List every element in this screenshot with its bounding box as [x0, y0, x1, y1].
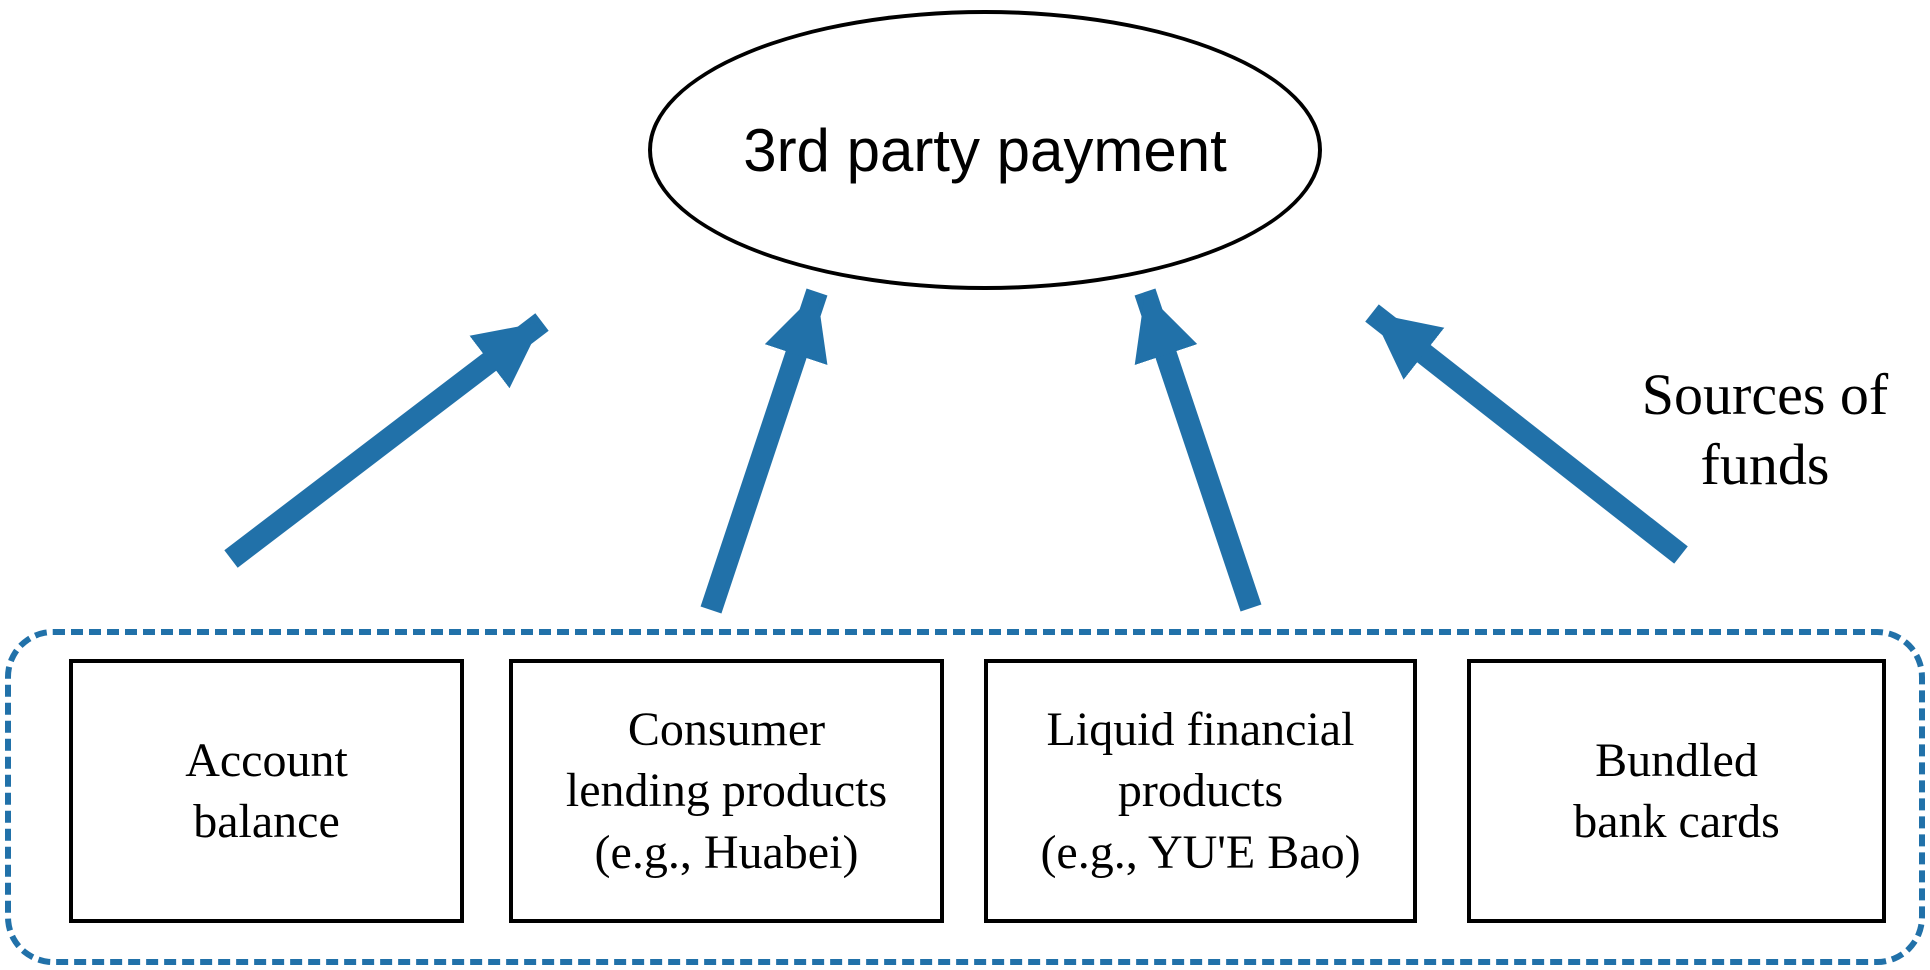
box-bundled-bank-cards-label: Bundled bank cards: [1573, 733, 1780, 848]
box-consumer-lending-products: Consumer lending products (e.g., Huabei): [509, 659, 944, 923]
box-liquid-financial-products: Liquid financial products (e.g., YU'E Ba…: [984, 659, 1417, 923]
arrow-liquid-financial: [1134, 288, 1262, 612]
sources-group-outline: [5, 629, 1925, 965]
arrow-account-balance: [224, 313, 549, 568]
arrow-consumer-lending: [700, 288, 828, 614]
sources-of-funds-label: Sources of funds: [1641, 362, 1889, 497]
arrow-bundled-bank-cards: [1365, 304, 1688, 564]
third-party-payment-node: 3rd party payment: [648, 10, 1322, 290]
box-account-balance-label: Account balance: [185, 733, 348, 848]
box-bundled-bank-cards: Bundled bank cards: [1467, 659, 1886, 923]
box-account-balance: Account balance: [69, 659, 464, 923]
third-party-payment-label: 3rd party payment: [743, 116, 1227, 184]
box-liquid-financial-products-label: Liquid financial products (e.g., YU'E Ba…: [1040, 702, 1361, 879]
box-consumer-lending-products-label: Consumer lending products (e.g., Huabei): [565, 702, 888, 879]
